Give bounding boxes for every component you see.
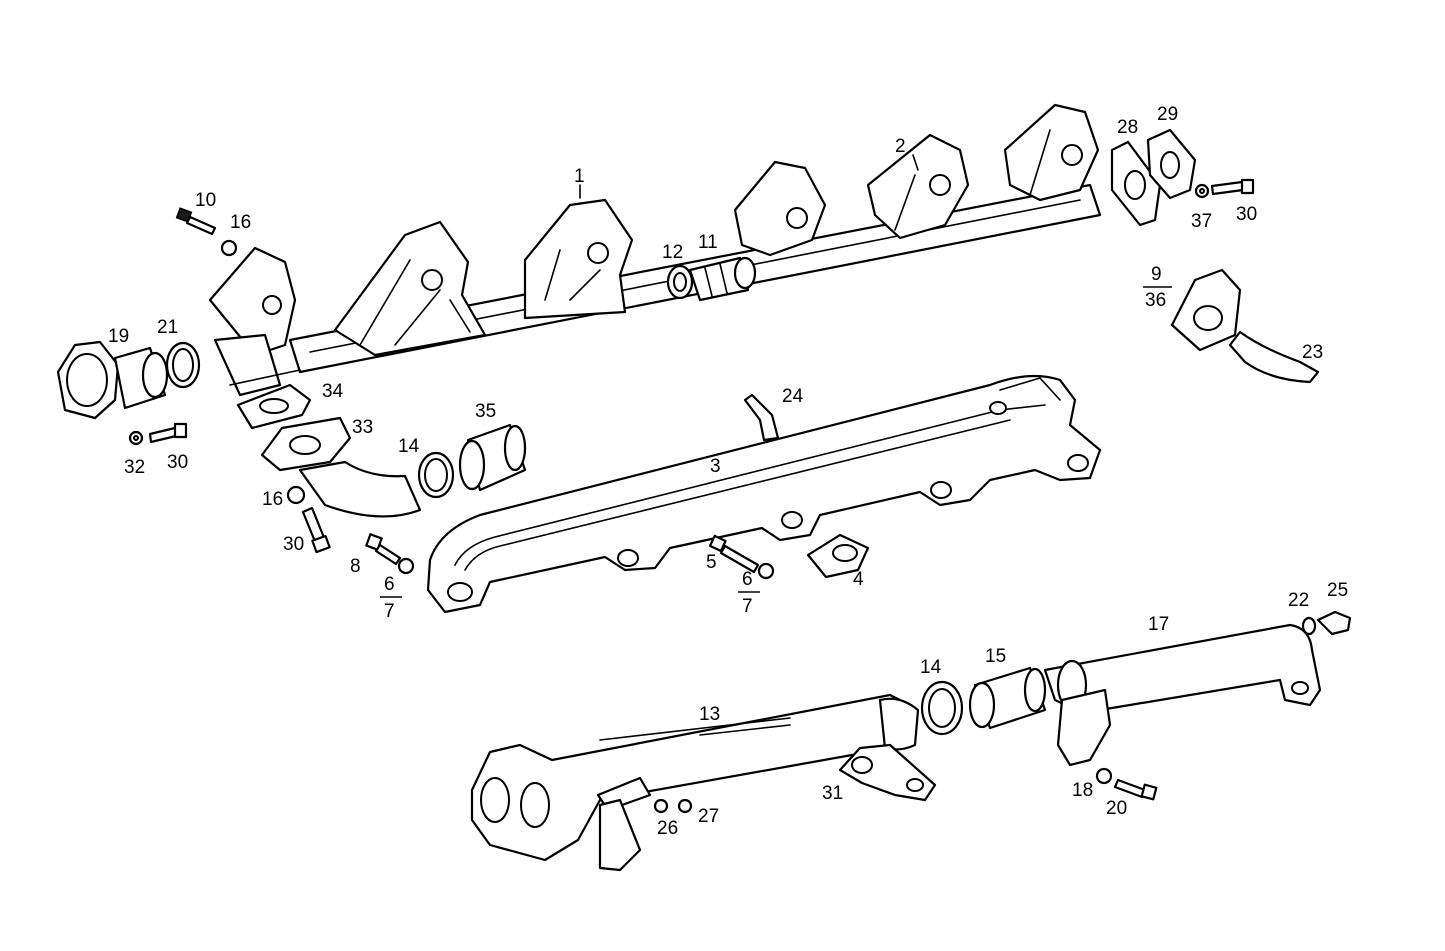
clamp-part-14-lower <box>920 680 964 736</box>
label-5: 5 <box>706 552 717 573</box>
label-36: 36 <box>1145 290 1166 311</box>
label-30-mid: 30 <box>283 534 304 555</box>
ring-part-14-upper <box>417 451 455 499</box>
label-15: 15 <box>985 646 1006 667</box>
washer-part-37 <box>1194 183 1210 199</box>
label-25: 25 <box>1327 580 1348 601</box>
label-35: 35 <box>475 401 496 422</box>
sleeve-part-35 <box>458 423 527 492</box>
flange-part-29 <box>1146 128 1197 200</box>
washer-part-16-top <box>220 239 238 257</box>
label-33: 33 <box>352 417 373 438</box>
nozzle-part-24 <box>743 393 780 442</box>
manifold-coupling <box>666 256 757 302</box>
label-23: 23 <box>1302 342 1323 363</box>
ring-part-21 <box>165 341 201 389</box>
end-flange-part-19 <box>56 340 169 420</box>
gasket-part-34 <box>236 383 312 430</box>
manifold-port-1 <box>333 220 487 357</box>
elbow-pipe-part-33 <box>260 416 422 518</box>
label-18: 18 <box>1072 780 1093 801</box>
manifold-port-5 <box>1003 103 1100 202</box>
label-24: 24 <box>782 386 804 407</box>
label-6-upper: 6 <box>384 574 395 595</box>
gasket-part-9-36 <box>1170 268 1242 352</box>
upper-manifold-part-1 <box>208 103 1102 397</box>
bolt-part-30-left <box>148 422 188 444</box>
plug-part-25 <box>1316 610 1352 636</box>
label-11: 11 <box>698 232 718 253</box>
bracket-part-31 <box>838 743 937 802</box>
label-12: 12 <box>662 242 683 263</box>
label-14-lower: 14 <box>920 657 942 678</box>
gasket-part-4 <box>806 533 870 579</box>
label-28: 28 <box>1117 117 1138 138</box>
label-37: 37 <box>1191 211 1212 232</box>
bolt-part-30-right <box>1210 178 1255 196</box>
label-30-right: 30 <box>1236 204 1257 225</box>
bolt-part-5 <box>708 534 775 580</box>
label-7-rail: 7 <box>742 596 753 617</box>
label-21: 21 <box>157 317 178 338</box>
manifold-port-4 <box>866 133 970 240</box>
label-29: 29 <box>1157 104 1178 125</box>
label-16-top: 16 <box>230 212 251 233</box>
label-14-upper: 14 <box>398 436 420 457</box>
label-32: 32 <box>124 457 145 478</box>
label-1: 1 <box>574 166 585 187</box>
sleeve-part-15 <box>968 666 1047 730</box>
pipe-part-17 <box>1043 623 1322 767</box>
bolt-part-27 <box>677 798 693 814</box>
manifold-port-2 <box>523 198 634 320</box>
label-2: 2 <box>895 136 906 157</box>
leader-lines <box>579 154 919 199</box>
gasket-part-28 <box>1110 140 1162 227</box>
label-34: 34 <box>322 381 344 402</box>
label-17: 17 <box>1148 614 1169 635</box>
bolt-part-30-mid <box>301 506 331 554</box>
part-labels: 1 2 3 4 5 6 7 6 7 8 9 36 10 11 12 13 14 … <box>108 104 1348 839</box>
label-10: 10 <box>195 190 216 211</box>
bolt-part-10 <box>175 207 217 236</box>
label-4: 4 <box>853 569 864 590</box>
label-27: 27 <box>698 806 719 827</box>
washer-part-18 <box>1095 767 1113 785</box>
rail-part-3 <box>426 374 1102 614</box>
label-19: 19 <box>108 326 129 347</box>
label-30-left: 30 <box>167 452 188 473</box>
label-16-mid: 16 <box>262 489 283 510</box>
label-20: 20 <box>1106 798 1127 819</box>
lower-manifold-part-13 <box>470 693 920 872</box>
manifold-port-3 <box>733 160 827 257</box>
washer-part-32 <box>128 430 144 446</box>
label-26: 26 <box>657 818 678 839</box>
washer-part-26 <box>653 798 669 814</box>
label-6-rail: 6 <box>742 569 753 590</box>
manifold-inlet-flange <box>208 246 301 397</box>
nut-part-16-mid <box>286 485 306 505</box>
label-3: 3 <box>710 456 721 477</box>
label-22: 22 <box>1288 590 1309 611</box>
label-9: 9 <box>1151 264 1162 285</box>
washer-part-22 <box>1301 616 1317 636</box>
label-8: 8 <box>350 556 361 577</box>
bolt-part-20 <box>1113 778 1158 801</box>
label-31: 31 <box>822 783 843 804</box>
label-7-upper: 7 <box>384 601 395 622</box>
bolt-part-8 <box>365 533 415 575</box>
label-13: 13 <box>699 704 720 725</box>
pipe-part-23 <box>1228 330 1320 384</box>
